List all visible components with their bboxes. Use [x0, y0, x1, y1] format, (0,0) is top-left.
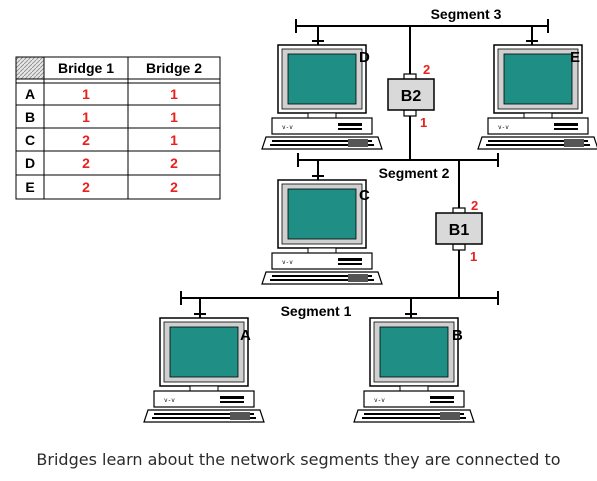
segment-3-label: Segment 3	[431, 6, 502, 22]
bridge-b2-port-top: 2	[423, 62, 430, 77]
segment-1: Segment 1	[180, 247, 499, 322]
computer-e: E	[477, 44, 597, 150]
bridge-table: Bridge 1 Bridge 2 A 1 1 B 1 1 C 2 1 D 2 …	[15, 56, 221, 200]
segment-1-label: Segment 1	[281, 303, 352, 319]
station-d-label: D	[359, 49, 370, 66]
station-b-label: B	[452, 327, 463, 344]
table-row-station: C	[25, 132, 35, 148]
table-header-bridge2: Bridge 2	[146, 60, 202, 76]
table-cell-bridge1: 2	[82, 155, 90, 171]
bridge-b2-port-bottom: 1	[420, 115, 427, 130]
table-cell-bridge1: 1	[82, 86, 90, 102]
bridge-b1-port-top: 2	[471, 198, 478, 213]
computer-a: A	[143, 317, 265, 423]
station-e-label: E	[570, 49, 580, 66]
computer-b: B	[353, 317, 475, 423]
figure-caption: Bridges learn about the network segments…	[36, 450, 561, 469]
bridge-b1-label: B1	[449, 222, 470, 239]
table-cell-bridge1: 1	[82, 109, 90, 125]
computer-d: D	[261, 44, 383, 150]
bridge-b2: B2 2 1	[387, 62, 435, 130]
station-a-label: A	[240, 327, 251, 344]
table-header-bridge1: Bridge 1	[58, 60, 114, 76]
table-cell-bridge2: 2	[170, 155, 178, 171]
table-cell-bridge2: 2	[170, 179, 178, 195]
bridge-b1: B1 2 1	[435, 198, 483, 264]
segment-2: Segment 2	[297, 112, 499, 212]
bridge-b2-label: B2	[401, 88, 422, 105]
table-cell-bridge2: 1	[170, 109, 178, 125]
table-row-station: E	[25, 179, 34, 195]
segment-2-label: Segment 2	[379, 165, 450, 181]
table-row-station: D	[25, 155, 35, 171]
table-row-station: A	[25, 86, 35, 102]
bridge-b1-port-bottom: 1	[470, 249, 477, 264]
table-corner-cell	[15, 56, 45, 80]
table-cell-bridge2: 1	[170, 86, 178, 102]
computer-c: C	[261, 179, 383, 285]
table-row-station: B	[25, 109, 35, 125]
table-cell-bridge1: 2	[82, 132, 90, 148]
station-c-label: C	[359, 187, 370, 204]
table-cell-bridge2: 1	[170, 132, 178, 148]
table-cell-bridge1: 2	[82, 179, 90, 195]
segment-3: Segment 3	[295, 6, 549, 78]
